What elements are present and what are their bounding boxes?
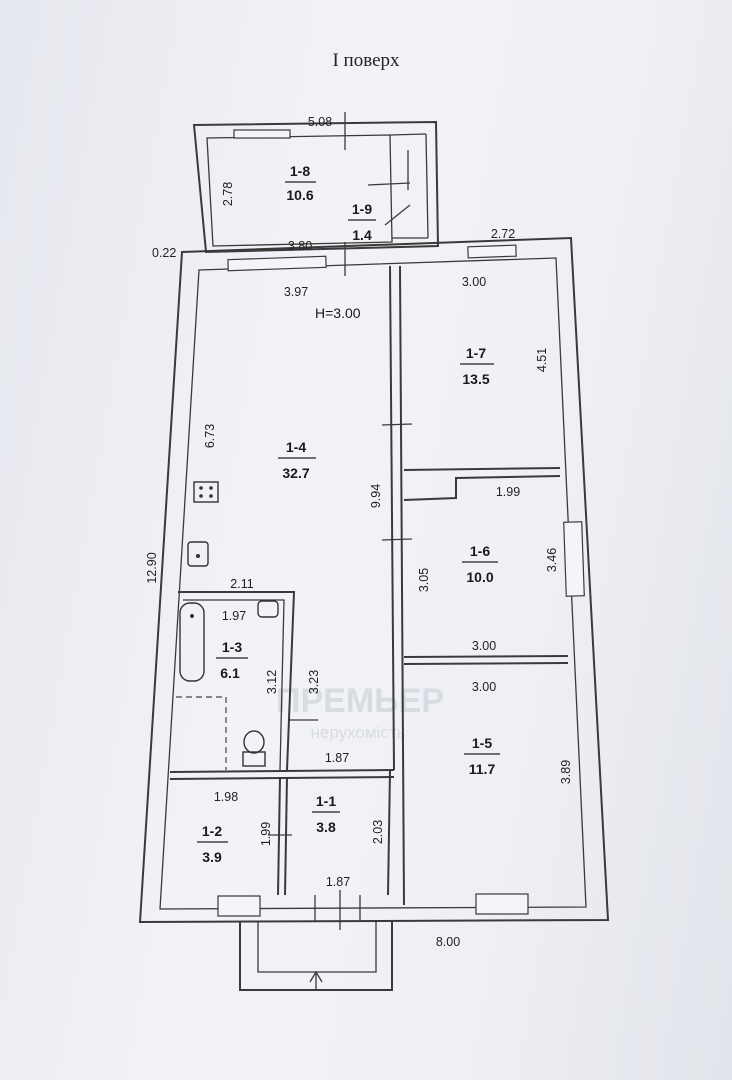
room-id: 1-4 [286,439,306,455]
dim-label: 2.11 [230,577,253,591]
room-label-1-2: 1-2 3.9 [197,823,228,865]
window-top-left [227,255,327,272]
room-area: 3.9 [202,849,222,865]
dim-label: 1.87 [326,875,350,889]
ceiling-height-label: H=3.00 [315,305,361,321]
room-id: 1-9 [352,201,372,217]
room-area: 1.4 [352,227,372,243]
floor-title: I поверх [332,50,400,71]
dim-label: 6.73 [203,424,217,448]
room-id: 1-2 [202,823,222,839]
dim-label: 1.98 [214,790,238,804]
dim-label: 2.03 [371,820,385,844]
dim-label: 3.00 [462,275,486,289]
room-id: 1-5 [472,735,492,751]
room-label-1-6: 1-6 10.0 [462,543,498,585]
room-area: 10.6 [286,187,313,203]
annex-window [233,129,291,139]
room-id: 1-1 [316,793,336,809]
dim-label: 3.05 [417,568,431,592]
dim-label: 8.00 [436,935,460,949]
kitchen-sink [187,541,209,567]
dim-label: 3.46 [545,548,559,572]
dim-label: 9.94 [369,484,383,508]
dim-label: 3.89 [559,760,573,784]
dim-label: 5.08 [308,115,332,129]
window-right [563,521,585,597]
room-area: 6.1 [220,665,240,681]
dim-label: 3.97 [284,285,308,299]
dim-label: 1.97 [222,609,246,623]
watermark-text: ПРЕМЬЕР [276,682,444,720]
dim-label: 3.00 [472,680,496,694]
dashed-partition [176,696,227,770]
room-label-1-9: 1-9 1.4 [348,201,376,243]
house-walls [138,236,610,924]
dimension-ticks [268,242,413,930]
washbasin [257,600,279,618]
window-bottom-left [217,895,261,917]
dim-label: 2.78 [221,182,235,206]
dim-label: 1.99 [496,485,520,499]
dim-label: 3.12 [265,670,279,694]
toilet [242,730,266,767]
window-top-right [467,244,517,259]
room-label-1-4: 1-4 32.7 [278,439,316,481]
dim-label: 2.72 [491,227,515,241]
room-id: 1-6 [470,543,490,559]
window-bottom-right [475,893,529,915]
dim-label: 12.90 [145,552,159,583]
annex-walls [192,120,440,254]
dim-label: 3.80 [288,239,312,253]
room-area: 32.7 [282,465,309,481]
room-label-1-7: 1-7 13.5 [460,345,494,387]
room-area: 11.7 [469,761,496,777]
dim-label: 3.23 [307,670,321,694]
dim-label: 1.87 [325,751,349,765]
room-id: 1-3 [222,639,242,655]
dim-label: 3.00 [472,639,496,653]
room-area: 3.8 [316,819,336,835]
room-label-1-8: 1-8 10.6 [285,163,316,203]
room-id: 1-8 [290,163,310,179]
bathtub [179,602,205,682]
watermark-subtext: нерухомість [311,723,406,742]
interior-walls [169,265,569,906]
dim-label: 0.22 [152,246,176,260]
dim-label: 1.99 [259,822,273,846]
room-label-1-3: 1-3 6.1 [216,639,248,681]
kitchen-stove [193,481,219,503]
dim-label: 4.51 [535,348,549,372]
room-label-1-5: 1-5 11.7 [464,735,500,777]
entrance-porch [239,895,393,991]
room-label-1-1: 1-1 3.8 [312,793,340,835]
room-area: 13.5 [462,371,489,387]
room-id: 1-7 [466,345,486,361]
room-area: 10.0 [466,569,493,585]
